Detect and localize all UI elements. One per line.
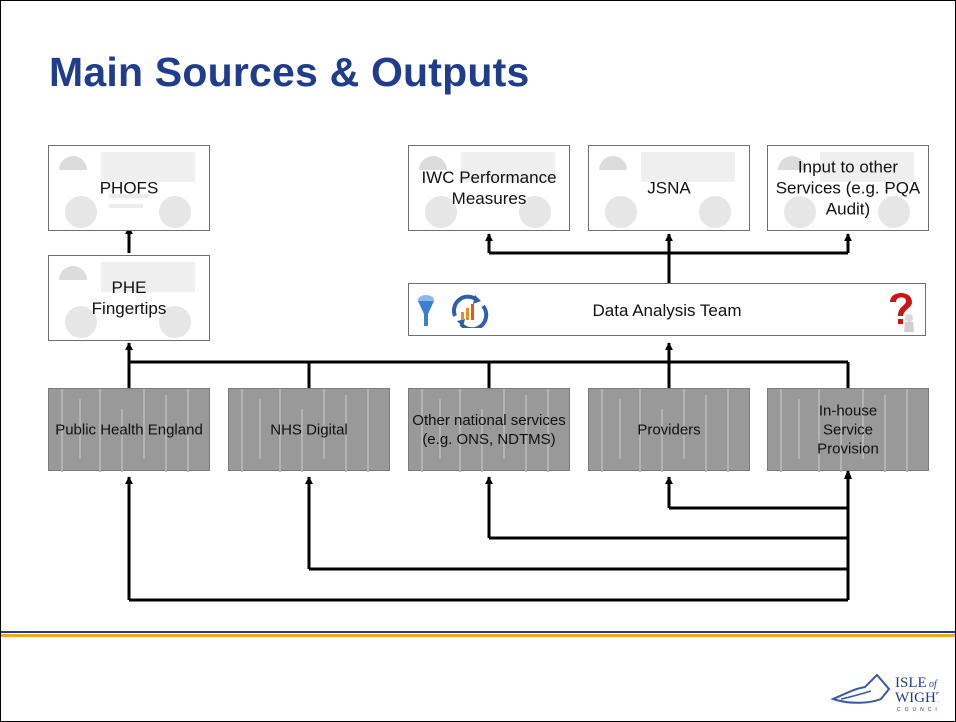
funnel-icon [418, 295, 434, 326]
output-box-jsna: JSNA [588, 145, 750, 231]
dashboard-thumbnail-icon [778, 152, 914, 228]
question-person-icon [890, 293, 914, 332]
output-box-other-services: Input to other Services (e.g. PQA Audit) [767, 145, 929, 231]
dashboard-thumbnail-icon [599, 152, 735, 228]
fingertips-label: PHE Fingertips [91, 278, 167, 318]
dashboard-thumbnail-icon [419, 152, 555, 228]
svg-text:WIGHT: WIGHT [895, 690, 939, 706]
source-label-nhs-digital: NHS Digital [270, 421, 348, 438]
binary-texture-pattern [780, 389, 908, 472]
output-label-jsna: JSNA [647, 178, 691, 198]
dashboard-thumbnail-icon [59, 152, 195, 228]
binary-texture-pattern [421, 389, 549, 472]
output-label-phofs: PHOFS [99, 178, 159, 198]
refresh-chart-icon [451, 294, 489, 328]
fingertips-box: PHE Fingertips [48, 255, 210, 341]
source-box-phe: Public Health England [48, 388, 210, 472]
footer-blue-bar [1, 631, 955, 633]
binary-texture-pattern [601, 389, 729, 472]
dashboard-thumbnail-icon [59, 262, 195, 338]
svg-text:COUNCIL: COUNCIL [897, 707, 939, 713]
output-label-iwc: IWC Performance Measures [421, 168, 557, 208]
source-label-other-national: Other national services (e.g. ONS, NDTMS… [412, 411, 566, 448]
analysis-team-box: Data Analysis Team [408, 283, 926, 336]
footer-gold-bar [1, 634, 955, 637]
svg-text:ISLE: ISLE [895, 675, 927, 691]
isle-of-wight-council-logo: ISLE of WIGHT COUNCIL [831, 673, 939, 713]
slide-title: Main Sources & Outputs [49, 49, 530, 95]
source-label-in-house: In-house Service Provision [817, 402, 879, 457]
output-label-other-services: Input to other Services (e.g. PQA Audit) [775, 157, 921, 219]
arrow-inhouse-self [844, 469, 852, 479]
analysis-team-label: Data Analysis Team [592, 301, 742, 320]
binary-texture-pattern [61, 389, 189, 472]
source-label-phe: Public Health England [55, 421, 203, 438]
source-box-in-house: In-house Service Provision [767, 388, 929, 472]
output-box-iwc: IWC Performance Measures [408, 145, 570, 231]
source-label-providers: Providers [637, 421, 701, 438]
svg-text:of: of [929, 679, 938, 690]
source-box-providers: Providers [588, 388, 750, 472]
source-box-other-national: Other national services (e.g. ONS, NDTMS… [408, 388, 570, 472]
output-box-phofs: PHOFS [48, 145, 210, 231]
source-box-nhs-digital: NHS Digital [228, 388, 390, 472]
binary-texture-pattern [241, 389, 369, 472]
